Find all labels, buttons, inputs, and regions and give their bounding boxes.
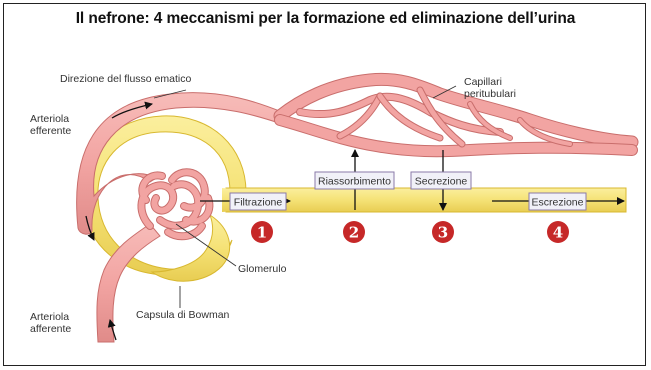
- process-box-1: Filtrazione: [230, 193, 286, 210]
- afferent-label-line2: afferente: [30, 323, 71, 335]
- glomerulus: [141, 172, 209, 236]
- process-label-2: Riassorbimento: [318, 176, 391, 188]
- process-label-1: Filtrazione: [234, 197, 283, 209]
- process-box-4: Escrezione: [529, 193, 586, 210]
- efferent-label-line2: efferente: [30, 125, 71, 137]
- peritubular-capillaries: [280, 79, 632, 151]
- svg-text:4: 4: [553, 224, 563, 242]
- blood-flow-label: Direzione del flusso ematico: [60, 73, 191, 85]
- process-box-2: Riassorbimento: [315, 172, 394, 189]
- number-badge-3: 3: [432, 221, 454, 243]
- capillaries-label-line2: peritubulari: [464, 88, 516, 100]
- efferent-label-line1: Arteriola: [30, 113, 69, 125]
- process-label-3: Secrezione: [415, 176, 468, 188]
- number-badge-2: 2: [343, 221, 365, 243]
- process-box-3: Secrezione: [411, 172, 471, 189]
- efferent-arteriole: [77, 93, 282, 235]
- svg-text:2: 2: [349, 224, 359, 242]
- number-badge-1: 1: [251, 221, 273, 243]
- glomerulus-label: Glomerulo: [238, 263, 287, 275]
- process-label-4: Escrezione: [532, 197, 584, 209]
- number-badge-4: 4: [547, 221, 569, 243]
- svg-text:3: 3: [438, 224, 448, 242]
- capillaries-label-line1: Capillari: [464, 76, 502, 88]
- bowman-label: Capsula di Bowman: [136, 309, 230, 321]
- afferent-label-line1: Arteriola: [30, 311, 69, 323]
- svg-text:1: 1: [257, 224, 267, 242]
